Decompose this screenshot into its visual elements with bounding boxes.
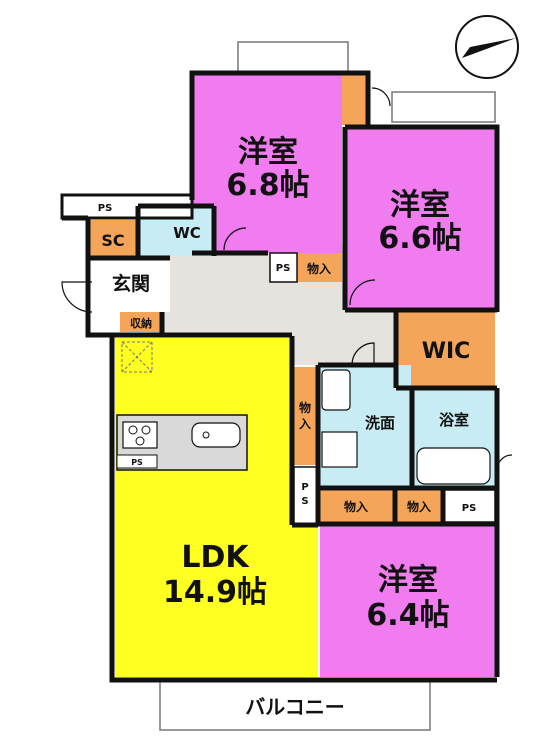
room1-size: 6.8帖 xyxy=(226,168,309,203)
ldk-name: LDK xyxy=(181,540,250,575)
entrance-label: 玄関 xyxy=(112,272,150,295)
ps-ldk-char1: P xyxy=(301,482,308,493)
storage-bottom2-label: 物入 xyxy=(407,499,431,514)
ps-entrance-label: PS xyxy=(98,203,113,214)
room3-size: 6.4帖 xyxy=(366,598,449,633)
doors xyxy=(61,87,513,471)
ps-room1-label: PS xyxy=(276,263,291,274)
storage-bottom-1 xyxy=(320,490,393,522)
room2-name: 洋室 xyxy=(390,188,450,223)
shoe-storage xyxy=(120,312,162,332)
western-room-2 xyxy=(345,128,495,310)
storage-room1 xyxy=(297,253,342,282)
ps-kitchen xyxy=(116,454,158,469)
balcony-top-right xyxy=(391,91,496,123)
compass-icon xyxy=(455,15,519,79)
ps-bottom-label: PS xyxy=(462,503,477,514)
ldk-room xyxy=(115,338,318,677)
sc-label: SC xyxy=(101,231,124,250)
washroom-label: 洗面 xyxy=(365,414,395,432)
western-room-3 xyxy=(320,524,495,677)
storage-ldk-char1: 物 xyxy=(299,400,311,415)
ps-ldk-char2: S xyxy=(301,496,308,507)
storage-bottom1-label: 物入 xyxy=(344,499,368,514)
ldk-size: 14.9帖 xyxy=(163,575,267,610)
sink-icon xyxy=(191,422,241,448)
wic-label: WIC xyxy=(422,339,471,364)
room1-name: 洋室 xyxy=(238,135,298,170)
fridge-space xyxy=(121,341,153,373)
storage-ldk-char2: 入 xyxy=(299,417,311,431)
balcony-top-left xyxy=(237,41,349,75)
entrance-room xyxy=(92,258,170,312)
washbasin-icon xyxy=(321,369,351,411)
shoe-storage-label: 収納 xyxy=(130,316,152,330)
stove-icon xyxy=(122,421,158,449)
wic-room xyxy=(398,312,495,388)
walls xyxy=(62,70,500,683)
toilet-label: WC xyxy=(173,224,201,242)
western-room-1 xyxy=(192,75,342,253)
washing-machine-icon xyxy=(321,431,358,468)
ps-room1 xyxy=(269,252,298,283)
bathroom-label: 浴室 xyxy=(439,411,469,429)
storage-ldk-vertical xyxy=(294,367,317,465)
room3-name: 洋室 xyxy=(378,563,438,598)
balcony-bottom xyxy=(159,679,431,731)
balcony-label: バルコニー xyxy=(245,695,345,719)
bathtub-icon xyxy=(416,447,491,485)
storage-bottom-2 xyxy=(397,490,442,522)
room2-size: 6.6帖 xyxy=(378,221,461,256)
ps-kitchen-label: PS xyxy=(131,458,143,467)
sc-room xyxy=(88,220,138,257)
storage-room1-label: 物入 xyxy=(307,261,331,276)
room1-closet xyxy=(342,75,367,125)
